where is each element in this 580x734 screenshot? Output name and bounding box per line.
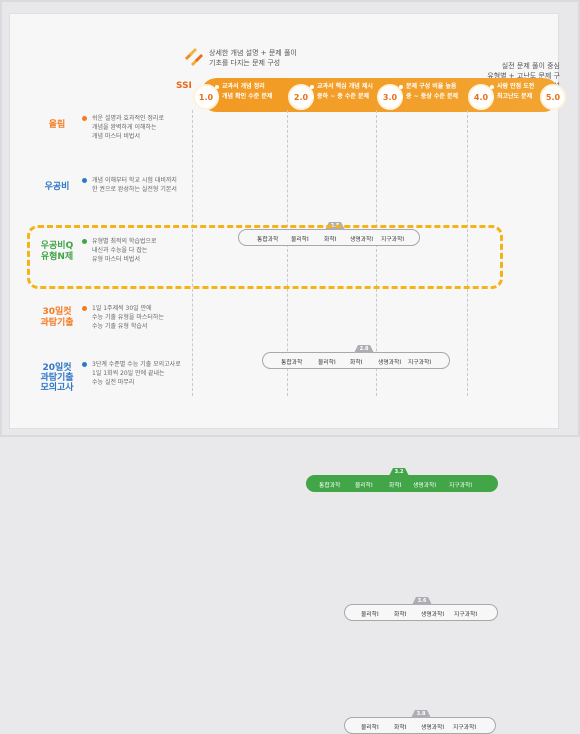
desc-line: 수능 실전 마무리: [92, 379, 135, 386]
subject-item: 생명과학Ⅰ: [421, 725, 445, 731]
desc-line: 유형 마스터 비법서: [92, 256, 140, 263]
subject-item: 화학Ⅰ: [394, 612, 407, 618]
subject-item: 생명과학Ⅰ: [378, 360, 402, 366]
intro-line-2: 기초를 다지는 문제 구성: [209, 59, 281, 67]
section-description: 1일 1주제씩 30일 만에 수능 기출 유형을 마스터하는 수능 기출 유형 …: [82, 304, 194, 331]
section-title: 우공비Q 유형N제: [22, 241, 92, 263]
subject-item: 지구과학Ⅰ: [453, 725, 477, 731]
section-title: 우공비: [44, 182, 70, 192]
subject-item: 화학Ⅰ: [324, 237, 337, 243]
subject-item: 물리학Ⅰ: [355, 483, 373, 489]
section-olrim: 올림 쉬운 설명과 효과적인 정리로 개념을 완벽하게 이해하는 개념 마스터 …: [10, 112, 558, 246]
level-badge: 2.8: [354, 345, 374, 353]
level-2-text: 교과서 핵심 개념 제시 중하 ~ 중 수준 문제: [310, 82, 373, 102]
title-line: 20일컷: [42, 363, 72, 373]
desc-line: 개념을 완벽하게 이해하는: [92, 124, 157, 131]
book-level-chart: 상세한 개념 설명 + 문제 풀이 기초를 다지는 문제 구성 실전 문제 풀이…: [10, 14, 566, 734]
highlight-box: [27, 225, 503, 289]
subject-track: 3.6 물리학Ⅰ 화학Ⅰ 생명과학Ⅰ 지구과학Ⅰ: [344, 597, 498, 621]
subject-item: 통합과학: [281, 360, 303, 366]
subject-item: 화학Ⅰ: [394, 725, 407, 731]
section-20day: 20일컷 과탐기출 모의고사 3단계 수준별 수능 기출 모의고사로 1일 1회…: [10, 358, 558, 734]
subject-item: 물리학Ⅰ: [291, 237, 309, 243]
level-4-badge: 4.0: [468, 84, 494, 110]
desc-dot: [82, 239, 87, 244]
subject-track: 3.2 통합과학 물리학Ⅰ 화학Ⅰ 생명과학Ⅰ 지구과학Ⅰ: [306, 468, 498, 492]
title-line: 우공비Q: [40, 241, 74, 251]
section-title: 올림: [48, 120, 66, 130]
section-ugongbi-q: 우공비Q 유형N제 유형별 최적의 학습법으로 내신과 수능을 다 잡는 유형 …: [10, 235, 558, 492]
section-description: 유형별 최적의 학습법으로 내신과 수능을 다 잡는 유형 마스터 비법서: [82, 237, 194, 264]
desc-dot: [82, 178, 87, 183]
guide-line-2: [287, 110, 289, 396]
level-1-text: 교과서 개념 정리 개념 확인 수준 문제: [215, 82, 272, 102]
section-description: 개념 이해부터 학교 시험 대비까지 한 권으로 완성하는 실전형 기본서: [82, 176, 194, 194]
desc-line: 1일 1주제씩 30일 만에: [92, 305, 152, 312]
intro-text: 상세한 개념 설명 + 문제 풀이 기초를 다지는 문제 구성: [209, 48, 297, 68]
desc-dot: [82, 116, 87, 121]
level-2-badge: 2.0: [288, 84, 314, 110]
desc-line: 개념 마스터 비법서: [92, 133, 140, 140]
guide-line-3: [376, 110, 378, 396]
level-4-text: 사람 만점 도전 최고난도 문제: [490, 82, 534, 102]
subject-item: 물리학Ⅰ: [361, 725, 379, 731]
guide-line-4: [467, 110, 469, 396]
subject-track: 2.8 통합과학 물리학Ⅰ 화학Ⅰ 생명과학Ⅰ 지구과학Ⅰ: [262, 345, 450, 369]
subject-item: 물리학Ⅰ: [318, 360, 336, 366]
subject-item: 물리학Ⅰ: [361, 612, 379, 618]
section-description: 3단계 수준별 수능 기출 모의고사로 1일 1회씩 20일 만에 끝내는 수능…: [82, 360, 194, 387]
section-title: 30일컷 과탐기출: [22, 307, 92, 329]
intro-line-1: 상세한 개념 설명 + 문제 풀이: [209, 49, 297, 57]
subject-item: 생명과학Ⅰ: [421, 612, 445, 618]
title-line: 과탐기출: [40, 318, 74, 328]
level-3-text: 문제 구성 비율 높음 중 ~ 중상 수준 문제: [399, 82, 458, 102]
subject-item: 지구과학Ⅰ: [454, 612, 478, 618]
desc-line: 3단계 수준별 수능 기출 모의고사로: [92, 361, 181, 368]
right-note-line-1: 실전 문제 풀이 중심: [501, 62, 560, 70]
section-description: 쉬운 설명과 효과적인 정리로 개념을 완벽하게 이해하는 개념 마스터 비법서: [82, 114, 194, 141]
subject-item: 화학Ⅰ: [350, 360, 363, 366]
section-30day: 30일컷 과탐기출 1일 1주제씩 30일 만에 수능 기출 유형을 마스터하는…: [10, 302, 558, 621]
subject-item: 지구과학Ⅰ: [408, 360, 432, 366]
level-5-badge: 5.0: [540, 84, 566, 110]
title-line: 모의고사: [40, 383, 74, 393]
level-badge: 3.2: [389, 468, 409, 476]
desc-line: 내신과 수능을 다 잡는: [92, 247, 148, 254]
desc-line: 수능 기출 유형을 마스터하는: [92, 314, 164, 321]
subject-item: 통합과학: [319, 483, 341, 489]
desc-line: 한 권으로 완성하는 실전형 기본서: [92, 186, 177, 193]
desc-dot: [82, 362, 87, 367]
desc-line: 개념 이해부터 학교 시험 대비까지: [92, 177, 177, 184]
title-line: 30일컷: [42, 307, 72, 317]
desc-line: 수능 기출 유형 학습서: [92, 323, 148, 330]
subject-item: 지구과학Ⅰ: [381, 237, 405, 243]
subject-item: 화학Ⅰ: [389, 483, 402, 489]
desc-line: 1일 1회씩 20일 만에 끝내는: [92, 370, 165, 377]
level-badge: 3.8: [411, 710, 431, 718]
subject-item: 생명과학Ⅰ: [350, 237, 374, 243]
subject-item: 생명과학Ⅰ: [413, 483, 437, 489]
section-ugongbi: 우공비 개념 이해부터 학교 시험 대비까지 한 권으로 완성하는 실전형 기본…: [10, 174, 558, 369]
desc-line: 유형별 최적의 학습법으로: [92, 238, 157, 245]
title-line: 유형N제: [40, 252, 74, 262]
guide-line-1: [192, 110, 194, 396]
brand-logo-icon: [185, 48, 203, 66]
title-line: 과탐기출: [40, 373, 74, 383]
level-badge: 3.6: [412, 597, 432, 605]
subject-item: 지구과학Ⅰ: [449, 483, 473, 489]
section-title: 20일컷 과탐기출 모의고사: [22, 363, 92, 393]
subject-track: 3.8 물리학Ⅰ 화학Ⅰ 생명과학Ⅰ 지구과학Ⅰ: [344, 710, 496, 734]
ssi-label: SSI: [176, 81, 192, 91]
desc-dot: [82, 306, 87, 311]
subject-item: 통합과학: [257, 237, 279, 243]
desc-line: 쉬운 설명과 효과적인 정리로: [92, 115, 164, 122]
